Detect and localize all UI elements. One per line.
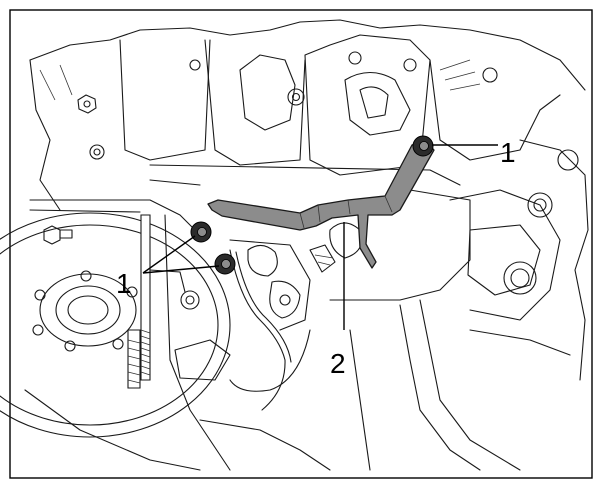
bolt-left-upper bbox=[190, 221, 212, 243]
callout-1-left: 1 bbox=[116, 268, 132, 299]
bracket-part bbox=[207, 139, 435, 269]
leader-bolt-left-lower bbox=[142, 265, 220, 274]
bolt-left-lower bbox=[214, 253, 236, 275]
engine-block-outline bbox=[0, 19, 589, 471]
leader-lines bbox=[142, 144, 498, 330]
leader-bolt-left-upper bbox=[142, 235, 196, 274]
threaded-stud bbox=[127, 214, 151, 389]
callout-2-bracket: 2 bbox=[330, 348, 346, 379]
bolt-top-right bbox=[412, 135, 434, 157]
figure-frame bbox=[9, 9, 593, 479]
callout-1-top-right: 1 bbox=[500, 137, 516, 168]
flywheel bbox=[0, 212, 231, 438]
